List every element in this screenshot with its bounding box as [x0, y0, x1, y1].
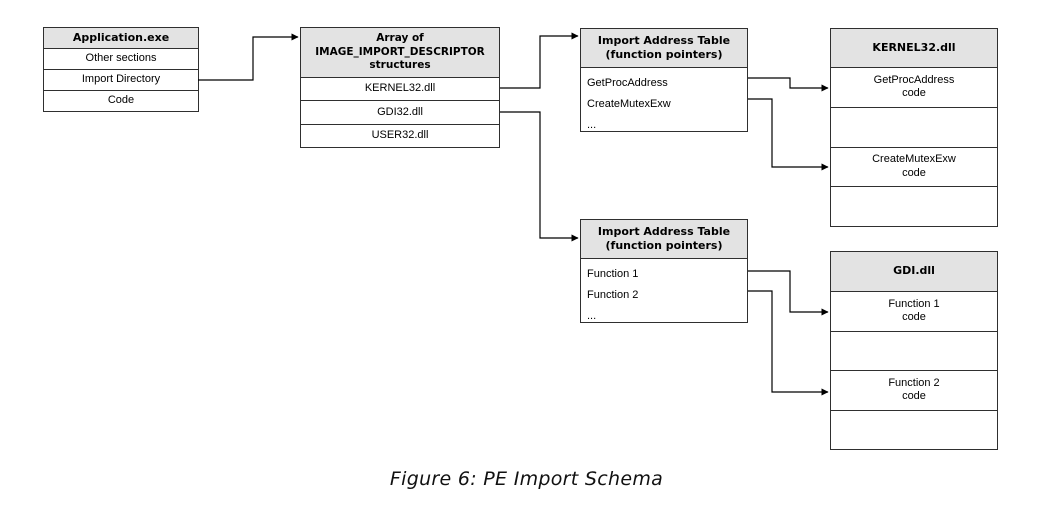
- iat-kernel32-body: GetProcAddress CreateMutexExw ...: [581, 68, 747, 136]
- gdi-dll-title: GDI.dll: [831, 252, 997, 292]
- kernel32-dll-box: KERNEL32.dll GetProcAddress code CreateM…: [830, 28, 998, 227]
- descriptor-row-kernel32: KERNEL32.dll: [301, 78, 499, 102]
- kernel32-row-empty-2: [831, 187, 997, 226]
- iat-entry-ellipsis-2: ...: [587, 310, 597, 322]
- descriptor-row-user32: USER32.dll: [371, 128, 429, 141]
- kernel32-row-getprocaddress-code: GetProcAddress code: [831, 68, 997, 108]
- gdi-row-function1-code: Function 1 code: [831, 292, 997, 332]
- kernel32-row-createmutexexw-code: CreateMutexExw code: [831, 148, 997, 188]
- gdi-row-empty-2: [831, 411, 997, 450]
- iat-gdi-box: Import Address Table (function pointers)…: [580, 219, 748, 323]
- iat-entry-ellipsis: ...: [587, 119, 597, 131]
- arrow-function1-to-code: [748, 270, 829, 316]
- gdi-row-empty-1: [831, 332, 997, 371]
- descriptor-row-gdi32: GDI32.dll: [301, 101, 499, 125]
- gdi-dll-box: GDI.dll Function 1 code Function 2 code: [830, 251, 998, 450]
- gdi-row-function2-code: Function 2 code: [831, 371, 997, 411]
- application-row-import-directory: Import Directory: [44, 70, 198, 91]
- import-descriptor-array-title: Array of IMAGE_IMPORT_DESCRIPTOR structu…: [301, 28, 499, 78]
- iat-entry-function2: Function 2: [587, 289, 639, 301]
- kernel32-dll-title: KERNEL32.dll: [831, 29, 997, 68]
- arrow-function2-to-code: [748, 290, 829, 396]
- figure-caption: Figure 6: PE Import Schema: [389, 468, 664, 490]
- arrow-import-directory-to-descriptor-array: [198, 33, 299, 81]
- iat-entry-function1: Function 1: [587, 268, 639, 280]
- kernel32-row-empty-1: [831, 108, 997, 148]
- iat-kernel32-title: Import Address Table (function pointers): [581, 29, 747, 68]
- import-descriptor-array-box: Array of IMAGE_IMPORT_DESCRIPTOR structu…: [300, 27, 500, 148]
- iat-gdi-body: Function 1 Function 2 ...: [581, 259, 747, 327]
- iat-entry-createmutexexw: CreateMutexExw: [587, 98, 671, 110]
- application-row-other-sections: Other sections: [44, 49, 198, 70]
- iat-entry-getprocaddress: GetProcAddress: [587, 77, 668, 89]
- arrow-gdi32-row-to-iat-gdi: [500, 111, 579, 242]
- iat-kernel32-box: Import Address Table (function pointers)…: [580, 28, 748, 132]
- application-row-code: Code: [107, 94, 135, 107]
- application-exe-box: Application.exe Other sections Import Di…: [43, 27, 199, 112]
- arrow-createmutexexw-to-code: [748, 98, 829, 171]
- arrow-kernel32-row-to-iat-kernel: [500, 32, 579, 89]
- arrow-getprocaddress-to-code: [748, 77, 829, 92]
- iat-gdi-title: Import Address Table (function pointers): [581, 220, 747, 259]
- application-exe-title: Application.exe: [44, 28, 198, 49]
